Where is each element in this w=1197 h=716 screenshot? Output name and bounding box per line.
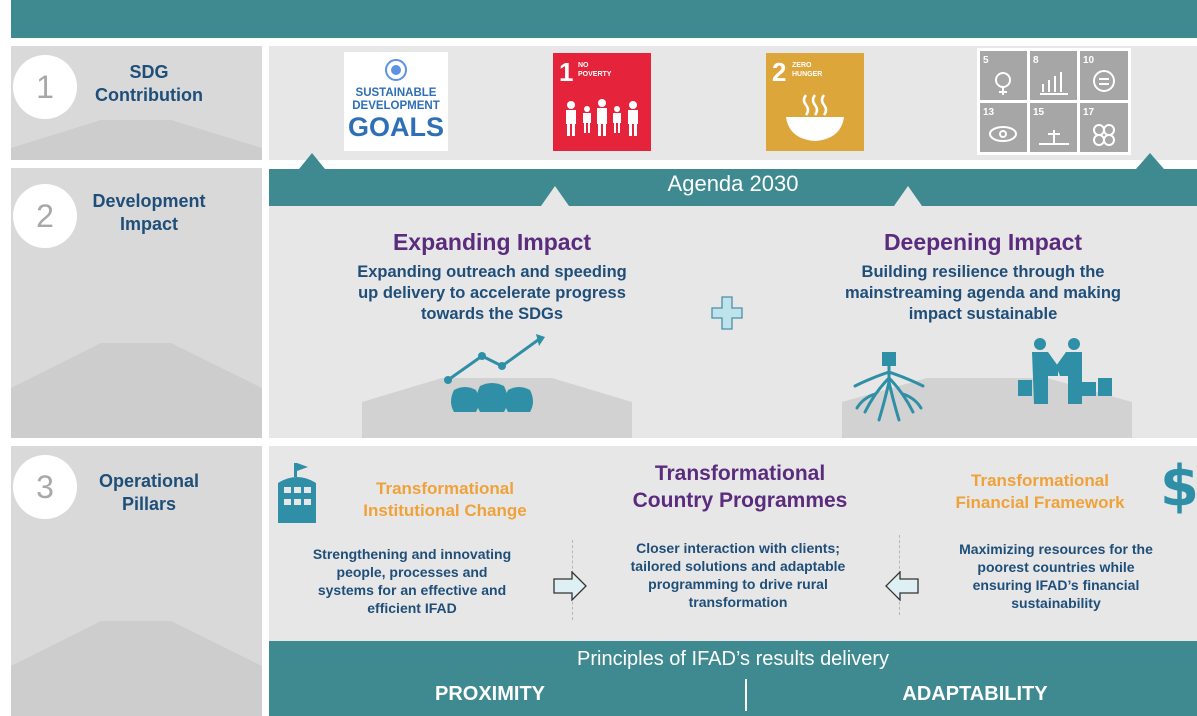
deepening-impact-line2: mainstreaming agenda and making (845, 284, 1121, 302)
financial-framework-text-line1: Maximizing resources for the (959, 541, 1153, 557)
financial-framework-text: Maximizing resources for the poorest cou… (918, 540, 1194, 612)
sdg-goal-2-tile: 2 ZERO HUNGER (766, 53, 864, 151)
sdg-goals-grid: 5 8 10 13 15 17 (977, 48, 1131, 155)
agenda-notches (541, 186, 922, 206)
growth-chart-icon (444, 334, 545, 412)
row-3-label-cell: 3 Operational Pillars (11, 446, 262, 716)
principles-bar (269, 641, 1197, 716)
sdg-grid-number-6: 17 (1083, 107, 1095, 118)
sdg-logo: SUSTAINABLE DEVELOPMENT GOALS (344, 52, 448, 151)
row-1-label-cell: 1 SDG Contribution (11, 46, 262, 160)
row-3-number: 3 (13, 455, 77, 519)
row-2-title: Development Impact (79, 190, 219, 236)
goal-1-label-line1: NO (578, 62, 589, 69)
row-3-title-line2: Pillars (121, 494, 177, 514)
sdg-grid-number-3: 10 (1083, 55, 1095, 66)
sdg-logo-line3: GOALS (348, 112, 444, 142)
financial-framework-title-line1: Transformational (971, 471, 1109, 490)
financial-framework-text-line3: ensuring IFAD’s financial (972, 577, 1140, 593)
expanding-impact-text: Expanding outreach and speeding up deliv… (292, 262, 692, 325)
expanding-impact-line2: up delivery to accelerate progress (358, 284, 626, 302)
row-2-number: 2 (13, 184, 77, 248)
tree-roots-icon (853, 352, 925, 422)
un-emblem-icon: SUSTAINABLE DEVELOPMENT GOALS (348, 59, 444, 142)
institutional-change-text: Strengthening and innovating people, pro… (276, 545, 548, 617)
sdg-logo-line1: SUSTAINABLE (356, 87, 437, 99)
row-1-number: 1 (13, 55, 77, 119)
row-1-shade (11, 120, 262, 160)
sdg-grid-icon: 5 8 10 13 15 17 (980, 51, 1128, 152)
expanding-impact-line3: towards the SDGs (420, 305, 564, 323)
sdg-grid-number-5: 15 (1033, 107, 1045, 118)
sdg-logo-line2: DEVELOPMENT (352, 100, 440, 112)
sdg-grid-number-1: 5 (983, 55, 989, 66)
goal-1-label-line2: POVERTY (578, 71, 612, 78)
arrow-right-icon (553, 571, 587, 601)
institutional-change-title: Transformational Institutional Change (330, 478, 560, 522)
deepening-impact-line3: impact sustainable (908, 305, 1058, 323)
institutional-change-text-line3: systems for an effective and (317, 582, 507, 598)
row-3-title-line1: Operational (98, 471, 200, 491)
bowl-icon: 2 ZERO HUNGER (772, 57, 844, 141)
goal-1-number: 1 (559, 57, 573, 87)
goal-2-number: 2 (772, 57, 786, 87)
financial-framework-title: Transformational Financial Framework (920, 470, 1160, 514)
row-1-title: SDG Contribution (79, 61, 219, 107)
country-programmes-title: Transformational Country Programmes (590, 460, 890, 514)
country-programmes-text-line3: programming to drive rural (648, 576, 828, 592)
country-programmes-title-line2: Country Programmes (632, 489, 848, 512)
country-programmes-text: Closer interaction with clients; tailore… (590, 539, 886, 611)
goal-2-label-line1: ZERO (792, 62, 812, 69)
deepening-impact-text: Building resilience through the mainstre… (783, 262, 1183, 325)
row-2-title-line2: Impact (119, 214, 179, 234)
expanding-impact-title: Expanding Impact (392, 229, 592, 255)
expanding-impact-line1: Expanding outreach and speeding (357, 263, 627, 281)
institutional-change-text-line1: Strengthening and innovating (312, 546, 512, 562)
row-3-shade (11, 621, 262, 716)
principles-divider (745, 679, 747, 711)
principles-label: Principles of IFAD’s results delivery (577, 648, 889, 670)
plus-icon (711, 296, 743, 330)
country-programmes-title-line1: Transformational (654, 462, 826, 485)
row-2-title-line1: Development (92, 191, 206, 211)
row-2-label-cell: 2 Development Impact (11, 168, 262, 438)
arrow-left-icon (885, 571, 919, 601)
operational-pillars-panel (269, 446, 1197, 641)
adaptability-label: ADAPTABILITY (902, 683, 1048, 705)
handshake-icon (1018, 338, 1112, 404)
building-icon (278, 463, 316, 523)
dollar-icon: $ (1160, 454, 1197, 519)
sdg-grid-number-2: 8 (1033, 55, 1039, 66)
agenda-2030-label: Agenda 2030 (667, 171, 799, 196)
sdg-goal-1-tile: 1 NO POVERTY (553, 53, 651, 151)
family-icon: 1 NO POVERTY (559, 57, 638, 136)
country-programmes-text-line1: Closer interaction with clients; (636, 540, 840, 556)
country-programmes-text-line4: transformation (688, 594, 788, 610)
goal-2-label-line2: HUNGER (792, 71, 822, 78)
country-programmes-text-line2: tailored solutions and adaptable (630, 558, 846, 574)
institutional-change-text-line2: people, processes and (336, 564, 488, 580)
deepening-impact-line1: Building resilience through the (861, 263, 1105, 281)
agenda-bar (269, 169, 1197, 206)
top-banner (11, 0, 1197, 38)
financial-framework-text-line4: sustainability (1011, 595, 1101, 611)
row-2-shade (11, 343, 262, 438)
institutional-change-text-line4: efficient IFAD (367, 600, 457, 616)
institutional-change-title-line1: Transformational (376, 479, 514, 498)
financial-framework-text-line2: poorest countries while (977, 559, 1135, 575)
row-3-title: Operational Pillars (79, 470, 219, 516)
row-1-title-line1: SDG (129, 62, 169, 82)
agenda-pointers (299, 153, 1164, 169)
row-1-title-line2: Contribution (95, 85, 203, 105)
deepening-base (842, 378, 1132, 438)
proximity-label: PROXIMITY (434, 683, 545, 705)
financial-framework-title-line2: Financial Framework (955, 493, 1125, 512)
institutional-change-title-line2: Institutional Change (363, 501, 527, 520)
sdg-grid-number-4: 13 (983, 107, 995, 118)
deepening-impact-title: Deepening Impact (883, 229, 1083, 255)
